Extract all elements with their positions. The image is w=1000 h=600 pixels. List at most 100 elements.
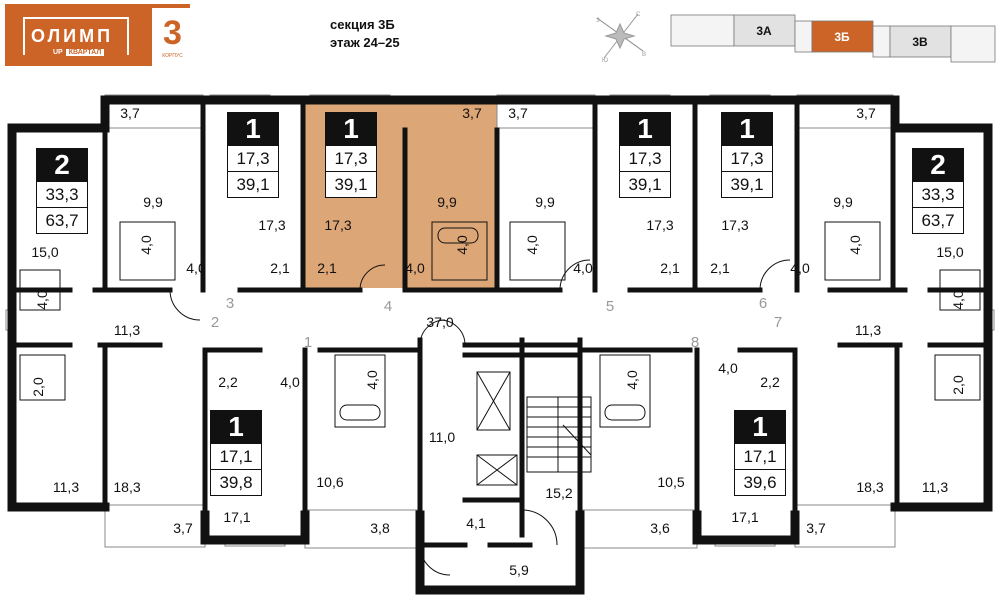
room-count: 1 — [735, 411, 785, 443]
room-area: 15,2 — [545, 485, 572, 501]
keymap-section-3v[interactable] — [889, 25, 952, 58]
total-area: 39,1 — [620, 171, 670, 197]
apartment-number: 6 — [759, 295, 767, 312]
room-area: 37,0 — [426, 314, 453, 330]
room-area: 4,0 — [950, 290, 966, 310]
room-area: 11,0 — [429, 429, 455, 445]
room-area: 18,3 — [856, 479, 883, 495]
room-area: 2,1 — [660, 260, 680, 276]
room-area: 4,0 — [364, 370, 380, 390]
compass-north: С — [636, 12, 641, 18]
room-area: 17,3 — [324, 217, 351, 233]
building-badge: 3 КОРПУС — [152, 8, 193, 68]
apartment-card[interactable]: 1 17,1 39,6 — [734, 410, 786, 496]
room-area: 4,0 — [790, 260, 810, 276]
room-count: 1 — [211, 411, 261, 443]
room-area: 3,8 — [370, 520, 390, 536]
room-area: 2,1 — [317, 260, 337, 276]
room-area: 2,0 — [950, 375, 966, 395]
room-area: 5,9 — [509, 562, 529, 578]
keymap-label-3b: 3Б — [834, 30, 850, 44]
room-area: 4,0 — [573, 260, 593, 276]
room-count: 2 — [37, 149, 87, 181]
apartment-card[interactable]: 2 33,3 63,7 — [36, 148, 88, 234]
room-area: 2,0 — [30, 377, 46, 397]
living-area: 17,3 — [620, 145, 670, 171]
room-count: 1 — [620, 113, 670, 145]
logo-name: ОЛИМП — [31, 26, 114, 46]
walls — [7, 95, 993, 595]
apartment-card-highlighted[interactable]: 1 17,3 39,1 — [325, 112, 377, 198]
room-area: 4,0 — [280, 374, 300, 390]
apartment-number: 8 — [691, 334, 699, 351]
room-area: 2,2 — [760, 374, 780, 390]
keymap-label-3a: 3А — [756, 24, 772, 38]
room-area: 15,0 — [31, 244, 58, 260]
room-area: 11,3 — [855, 322, 881, 338]
building-number: 3 — [163, 14, 182, 52]
bathrooms — [19, 221, 981, 428]
total-area: 39,1 — [326, 171, 376, 197]
room-area: 17,3 — [721, 217, 748, 233]
room-count: 1 — [228, 113, 278, 145]
room-area: 2,1 — [270, 260, 290, 276]
apartment-card[interactable]: 1 17,3 39,1 — [619, 112, 671, 198]
apartment-number: 1 — [304, 334, 312, 351]
room-area: 9,9 — [535, 194, 555, 210]
logo-frame — [23, 17, 129, 55]
apartment-number: 7 — [774, 314, 782, 331]
room-area: 11,3 — [114, 322, 140, 338]
room-area: 17,3 — [258, 217, 285, 233]
doors — [169, 259, 791, 576]
keymap-section-3a[interactable] — [733, 14, 796, 47]
apartment-number: 3 — [226, 295, 234, 312]
room-area: 10,6 — [316, 474, 343, 490]
room-area: 3,7 — [856, 105, 876, 121]
living-area: 17,3 — [228, 145, 278, 171]
room-area: 9,9 — [437, 194, 457, 210]
room-area: 2,2 — [218, 374, 238, 390]
room-area: 4,1 — [466, 515, 486, 531]
apartment-card[interactable]: 1 17,1 39,8 — [210, 410, 262, 496]
apartment-numbers: 1 2 3 4 5 6 7 8 — [211, 295, 782, 351]
apartment-card[interactable]: 2 33,3 63,7 — [912, 148, 964, 234]
highlighted-apartment-4[interactable] — [305, 100, 497, 288]
apartment-number: 4 — [384, 298, 392, 315]
room-count: 2 — [913, 149, 963, 181]
keymap-section-3b[interactable] — [811, 20, 874, 53]
stairs — [526, 396, 592, 473]
total-area: 39,8 — [211, 469, 261, 495]
room-area: 17,3 — [646, 217, 673, 233]
room-area: 3,6 — [650, 520, 670, 536]
room-area: 11,3 — [53, 479, 79, 495]
keymap-block — [950, 25, 996, 63]
room-area: 4,0 — [454, 235, 470, 255]
room-count: 1 — [326, 113, 376, 145]
keymap-label-3v: 3В — [912, 35, 928, 49]
room-area: 10,5 — [657, 474, 684, 490]
room-count: 1 — [722, 113, 772, 145]
apartment-card[interactable]: 1 17,3 39,1 — [721, 112, 773, 198]
section-label: секция 3Б — [330, 17, 395, 32]
logo-kvartal: КВАРТАЛ — [65, 49, 105, 56]
windows — [5, 94, 995, 547]
keymap: З С Ю В 3А 3Б 3В — [596, 12, 996, 64]
room-area: 3,7 — [120, 105, 140, 121]
apartment-number: 5 — [606, 298, 614, 315]
room-area: 3,7 — [462, 105, 482, 121]
total-area: 39,6 — [735, 469, 785, 495]
room-area: 3,7 — [806, 520, 826, 536]
building-label: КОРПУС — [162, 53, 183, 59]
room-area: 4,0 — [718, 360, 738, 376]
room-area: 9,9 — [143, 194, 163, 210]
room-area: 4,0 — [524, 235, 540, 255]
total-area: 63,7 — [37, 207, 87, 233]
apartment-card[interactable]: 1 17,3 39,1 — [227, 112, 279, 198]
room-area: 11,3 — [922, 479, 948, 495]
floor-label: этаж 24–25 — [330, 35, 400, 50]
room-area: 9,9 — [833, 194, 853, 210]
room-area: 2,1 — [710, 260, 730, 276]
